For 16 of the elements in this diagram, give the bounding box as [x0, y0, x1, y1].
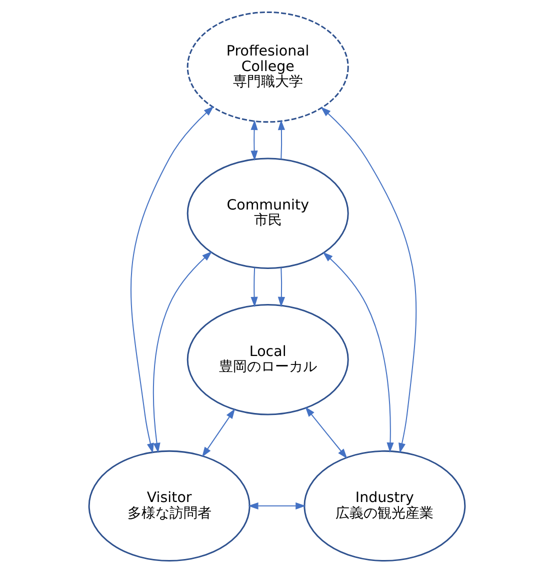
arrow [320, 106, 416, 454]
node-ellipse: Visitor 多様な訪問者 [88, 450, 250, 562]
arrow [248, 502, 306, 510]
arrow [250, 268, 258, 308]
arrow [250, 120, 258, 161]
arrow [130, 106, 214, 454]
arrow [277, 120, 284, 160]
node-ellipse: Local 豊岡のローカル [186, 304, 348, 416]
node-ellipse: Community 市民 [186, 158, 348, 269]
node-ellipse: Proffesional College 専門職大学 [186, 11, 348, 123]
arrow [304, 406, 347, 459]
arrow [277, 268, 284, 308]
arrow [322, 252, 394, 453]
arrow [152, 251, 212, 454]
node-ellipse: Industry 広義の観光産業 [303, 450, 466, 562]
arrow [201, 408, 235, 458]
